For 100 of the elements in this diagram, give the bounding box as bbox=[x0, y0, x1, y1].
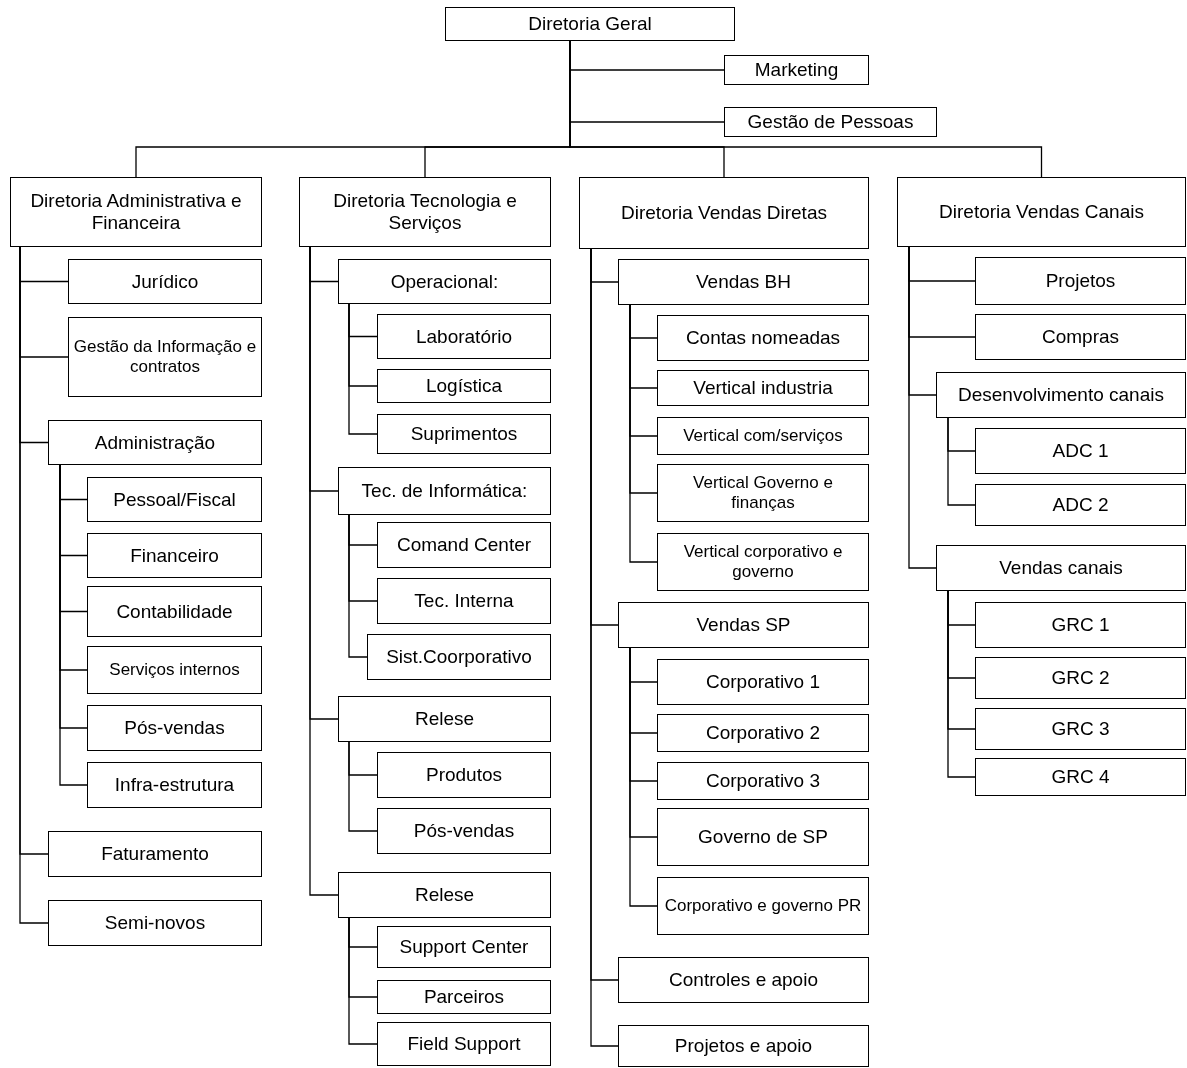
org-unit-box bbox=[724, 107, 937, 137]
unit-name: Laboratório bbox=[414, 325, 514, 348]
unit-name: Corporativo 3 bbox=[704, 770, 822, 792]
org-unit-box bbox=[657, 370, 869, 406]
org-unit-box bbox=[975, 428, 1186, 474]
org-unit-box bbox=[10, 177, 262, 247]
org-unit-box bbox=[68, 259, 262, 304]
unit-name: Contabilidade bbox=[115, 600, 234, 623]
org-unit-box bbox=[724, 55, 869, 85]
unit-name: Vertical industria bbox=[692, 377, 834, 399]
unit-name: Governo de SP bbox=[697, 826, 829, 848]
unit-name: Pós-vendas bbox=[412, 820, 516, 842]
unit-name: Vendas SP bbox=[695, 614, 792, 636]
connector-line bbox=[629, 304, 658, 563]
unit-name: Pós-vendas bbox=[123, 717, 226, 739]
org-unit-box bbox=[657, 808, 869, 866]
connector-line bbox=[629, 647, 658, 907]
unit-name: Marketing bbox=[753, 59, 840, 81]
org-unit-box bbox=[936, 372, 1186, 418]
unit-name: Contas nomeadas bbox=[684, 327, 842, 349]
unit-name: Relese bbox=[413, 884, 476, 906]
unit-name: Suprimentos bbox=[409, 423, 519, 445]
org-unit-box bbox=[579, 177, 869, 249]
unit-name: GRC 4 bbox=[1050, 766, 1111, 788]
unit-name: Controles e apoio bbox=[668, 969, 819, 991]
unit-name: Vertical corporativo e governo bbox=[682, 542, 844, 582]
unit-name: Administração bbox=[93, 431, 217, 454]
unit-name: Tec. de Informática: bbox=[360, 480, 529, 502]
unit-name: Relese bbox=[413, 708, 476, 730]
unit-name: Corporativo e governo PR bbox=[663, 896, 863, 916]
org-unit-box bbox=[377, 808, 551, 854]
org-unit-box bbox=[377, 578, 551, 624]
org-unit-box bbox=[377, 980, 551, 1014]
unit-name: Parceiros bbox=[422, 986, 506, 1008]
org-unit-box bbox=[657, 659, 869, 705]
unit-name: Diretoria Tecnologia e Serviços bbox=[332, 190, 518, 234]
org-unit-box bbox=[48, 831, 262, 877]
org-unit-box bbox=[657, 762, 869, 800]
org-unit-box bbox=[367, 634, 551, 680]
org-unit-box bbox=[87, 705, 262, 751]
org-unit-box bbox=[87, 586, 262, 637]
unit-name: Diretoria Vendas Canais bbox=[938, 201, 1145, 223]
unit-name: Operacional: bbox=[389, 270, 500, 293]
org-unit-box bbox=[975, 314, 1186, 360]
unit-name: ADC 2 bbox=[1051, 494, 1110, 516]
unit-name: Gestão de Pessoas bbox=[746, 111, 915, 133]
org-unit-box bbox=[338, 467, 551, 515]
unit-name: Semi-novos bbox=[103, 912, 207, 934]
unit-name: Diretoria Vendas Diretas bbox=[620, 202, 828, 224]
org-unit-box bbox=[377, 522, 551, 568]
unit-name: Faturamento bbox=[100, 843, 210, 865]
org-unit-box bbox=[377, 369, 551, 403]
unit-name: Pessoal/Fiscal bbox=[112, 488, 237, 511]
unit-name: Serviços internos bbox=[108, 660, 241, 680]
org-unit-box bbox=[87, 477, 262, 522]
org-unit-box bbox=[657, 315, 869, 361]
unit-name: ADC 1 bbox=[1051, 440, 1110, 462]
org-unit-box bbox=[338, 872, 551, 918]
org-unit-box bbox=[68, 317, 262, 397]
connector-line bbox=[348, 917, 378, 1045]
org-unit-box bbox=[975, 484, 1186, 526]
unit-name: Diretoria Geral bbox=[527, 13, 653, 35]
unit-name: Jurídico bbox=[130, 270, 200, 293]
org-unit-box bbox=[618, 957, 869, 1003]
unit-name: GRC 1 bbox=[1050, 614, 1111, 636]
unit-name: GRC 3 bbox=[1050, 718, 1111, 740]
unit-name: Tec. Interna bbox=[413, 590, 515, 612]
unit-name: Projetos e apoio bbox=[673, 1035, 814, 1057]
unit-name: Infra-estrutura bbox=[113, 774, 236, 796]
unit-name: Comand Center bbox=[395, 534, 533, 556]
org-unit-box bbox=[338, 696, 551, 742]
org-unit-box bbox=[936, 545, 1186, 591]
org-unit-box bbox=[618, 259, 869, 305]
unit-name: GRC 2 bbox=[1050, 667, 1111, 689]
unit-name: Compras bbox=[1040, 326, 1121, 348]
org-unit-box bbox=[975, 257, 1186, 305]
unit-name: Vertical Governo e finanças bbox=[692, 473, 834, 513]
org-unit-box bbox=[377, 752, 551, 798]
unit-name: Vendas BH bbox=[694, 271, 793, 293]
unit-name: Projetos bbox=[1044, 270, 1117, 292]
org-unit-box bbox=[618, 1025, 869, 1067]
unit-name: Diretoria Administrativa e Financeira bbox=[29, 190, 243, 234]
connector-line bbox=[348, 741, 378, 832]
connector-line bbox=[947, 417, 976, 506]
org-unit-box bbox=[299, 177, 551, 247]
org-unit-box bbox=[87, 646, 262, 694]
org-unit-box bbox=[48, 900, 262, 946]
org-unit-box bbox=[48, 420, 262, 465]
connector-line bbox=[348, 303, 378, 435]
org-unit-box bbox=[657, 877, 869, 935]
connector-line bbox=[309, 246, 339, 896]
org-unit-box bbox=[445, 7, 735, 41]
org-unit-box bbox=[657, 417, 869, 455]
unit-name: Vertical com/serviços bbox=[682, 426, 844, 446]
org-unit-box bbox=[618, 602, 869, 648]
org-unit-box bbox=[975, 657, 1186, 699]
unit-name: Financeiro bbox=[129, 544, 220, 567]
org-unit-box bbox=[377, 414, 551, 454]
unit-name: Corporativo 2 bbox=[704, 722, 822, 744]
unit-name: Vendas canais bbox=[998, 557, 1124, 579]
